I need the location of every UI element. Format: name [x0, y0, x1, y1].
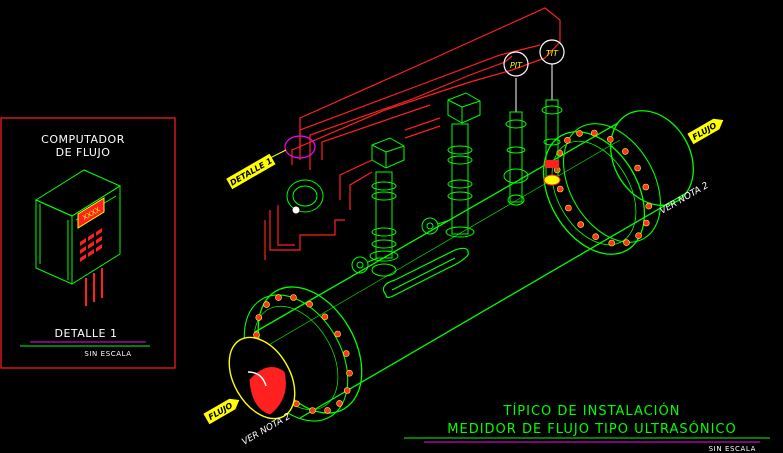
left-flange-bolt: [324, 407, 331, 414]
left-flange-bolt: [346, 369, 353, 377]
pipe-open-end: [228, 336, 296, 420]
flow-in-arrow: FLUJO: [203, 398, 240, 425]
title-line1: TÍPICO DE INSTALACIÓN: [503, 403, 681, 419]
left-flange-bolt: [253, 331, 260, 339]
detail-scale-label: SIN ESCALA: [84, 350, 131, 358]
title-scale: SIN ESCALA: [709, 445, 756, 453]
detail-1-callout-text: DETALLE 1: [228, 156, 273, 187]
pit-tag: PIT: [510, 61, 523, 70]
right-flange-bolt: [642, 183, 650, 191]
left-flange-bolt: [342, 350, 350, 357]
right-flange-bolt: [608, 239, 616, 247]
left-flange-bolt: [336, 400, 343, 407]
title-block: TÍPICO DE INSTALACIÓN MEDIDOR DE FLUJO T…: [404, 403, 770, 453]
right-flange-bolt: [564, 137, 571, 144]
flow-computer-box: [34, 169, 122, 285]
right-flange: [542, 123, 661, 255]
right-flange-bolt: [623, 239, 630, 246]
detail-1-callout: DETALLE 1: [226, 153, 276, 190]
left-flange-bolt: [290, 294, 297, 301]
left-flange-bolt: [275, 294, 282, 301]
signal-wiring: [264, 7, 561, 260]
right-flange-bolt: [645, 202, 653, 210]
left-flange-bolt: [321, 313, 329, 321]
valve-assembly-2: [421, 92, 481, 238]
left-flange-bolt: [255, 314, 263, 321]
pit-instrument: PIT: [503, 51, 529, 206]
right-flange-bolt: [634, 164, 641, 172]
right-flange-bolt: [565, 204, 572, 212]
flow-computer-conduits: [85, 268, 103, 306]
left-flange-bolt: [263, 301, 270, 308]
left-flange-bolt: [306, 300, 313, 308]
right-flange-bolt: [590, 129, 598, 137]
right-flange-bolt: [621, 148, 629, 155]
detail-label: DETALLE 1: [54, 327, 117, 340]
flow-computer-display: XXXX: [77, 197, 105, 229]
title-line2: MEDIDOR DE FLUJO TIPO ULTRASÓNICO: [447, 421, 736, 437]
valve-assembly-1: [351, 137, 405, 277]
right-flange-bolt: [576, 130, 583, 137]
tit-instrument: TIT: [539, 39, 565, 186]
right-flange-bolt: [606, 136, 614, 143]
detail-title-line2: DE FLUJO: [56, 146, 111, 159]
right-flange-bolt: [635, 232, 642, 239]
note-top: VER NOTA 2: [659, 181, 711, 217]
flow-computer-keypad: [80, 228, 102, 262]
flow-out-arrow: FLUJO: [687, 118, 724, 145]
right-flange-bolt: [556, 185, 564, 193]
detail-frame: [0, 117, 176, 369]
transducer-loop: [382, 247, 469, 299]
detail-panel: COMPUTADOR DE FLUJO XXXX: [0, 117, 176, 369]
tit-tag: TIT: [546, 49, 559, 58]
right-flange-bolt: [642, 219, 650, 227]
right-flange-bolts: [553, 129, 653, 247]
right-flange-bolt: [592, 233, 600, 240]
right-flange-bolt: [577, 221, 585, 228]
transmitter-junction-box: [286, 179, 324, 214]
left-flange-bolt: [343, 387, 351, 394]
main-pipe: [254, 110, 694, 419]
left-flange-bolt: [334, 330, 341, 338]
detail-title-line1: COMPUTADOR: [41, 133, 125, 146]
left-flange-bolt: [309, 407, 316, 414]
